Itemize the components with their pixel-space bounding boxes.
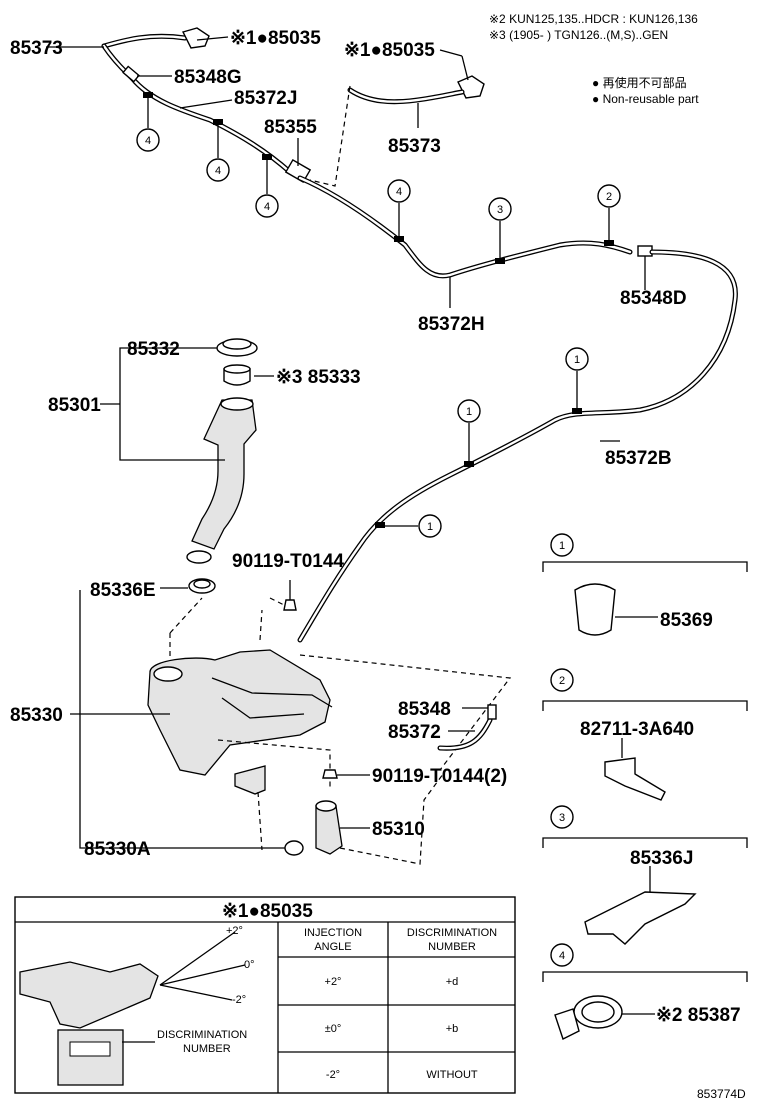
svg-text:4: 4 [559, 950, 565, 962]
disc-row-1: +d [446, 976, 459, 988]
tank-filler-port [153, 666, 183, 682]
check-valve-85355 [284, 158, 312, 184]
nozzle-connector [57, 1029, 124, 1086]
clip-85369 [574, 583, 616, 636]
angle-plus: +2° [226, 925, 243, 937]
filler-pipe-85301 [191, 399, 257, 550]
disc-row-2: +b [446, 1023, 459, 1035]
label-85035-a: ※1●85035 [230, 28, 321, 49]
label-90119-b: 90119-T0144(2) [372, 766, 507, 787]
svg-text:1: 1 [427, 521, 433, 533]
label-85336J: 85336J [630, 848, 693, 869]
angle-zero: 0° [244, 959, 255, 971]
bolt-90119-a [283, 599, 297, 611]
angle-row-3: -2° [326, 1069, 340, 1081]
grommet-85330A [284, 840, 304, 856]
svg-text:4: 4 [215, 165, 221, 177]
joint-85348G [122, 65, 140, 83]
svg-text:1: 1 [466, 406, 472, 418]
svg-text:2: 2 [606, 191, 612, 203]
label-85348: 85348 [398, 699, 451, 720]
legend-non-reusable-en: ● Non-reusable part [592, 92, 699, 106]
label-85310: 85310 [372, 819, 425, 840]
label-85348G: 85348G [174, 67, 242, 88]
label-85332: 85332 [127, 339, 180, 360]
svg-text:3: 3 [559, 812, 565, 824]
label-85348D: 85348D [620, 288, 687, 309]
label-85330: 85330 [10, 705, 63, 726]
label-85372: 85372 [388, 722, 441, 743]
label-85372B: 85372B [605, 448, 672, 469]
header-injection-angle-2: ANGLE [314, 941, 351, 953]
clip-82711-3A640 [604, 757, 666, 801]
label-85369: 85369 [660, 610, 713, 631]
nozzle-85035-b [457, 75, 485, 99]
label-85035-b: ※1●85035 [344, 40, 435, 61]
label-85372J: 85372J [234, 88, 297, 109]
header-injection-angle-1: INJECTION [304, 927, 362, 939]
svg-text:1: 1 [559, 540, 565, 552]
clip-detail-4: 4 ※2 85387 [542, 943, 748, 1040]
bolt-90119-b [322, 769, 338, 779]
clip-callouts: 4 4 4 4 3 2 1 1 1 [136, 92, 621, 538]
clip-85336J [584, 891, 697, 945]
label-85333: ※3 85333 [276, 367, 361, 388]
dash-guide-1 [309, 85, 351, 187]
angle-row-2: ±0° [325, 1023, 342, 1035]
label-82711-3A640: 82711-3A640 [580, 719, 694, 740]
table-title: ※1●85035 [222, 901, 313, 922]
hose-85372H [297, 175, 633, 279]
clip-detail-3: 3 85336J [542, 805, 748, 945]
label-85372H: 85372H [418, 314, 485, 335]
angle-row-1: +2° [325, 976, 342, 988]
bracket-85330 [79, 590, 285, 849]
header-discrimination-2: NUMBER [428, 941, 476, 953]
svg-text:4: 4 [145, 135, 151, 147]
angle-minus: -2° [232, 994, 246, 1006]
note-3: ※3 (1905- ) TGN126..(M,S)..GEN [489, 28, 668, 42]
pump-85310 [315, 805, 343, 855]
label-85301: 85301 [48, 395, 101, 416]
svg-text:4: 4 [396, 186, 402, 198]
label-85355: 85355 [264, 117, 317, 138]
nozzle-drawing [19, 961, 159, 1029]
label-85373-top: 85373 [10, 38, 63, 59]
figure-id: 853774D [697, 1087, 746, 1101]
label-85373-b: 85373 [388, 136, 441, 157]
nozzle-injection-table: ※1●85035 INJECTION ANGLE DISCRIMINATION … [14, 896, 516, 1094]
tank-bracket [234, 765, 266, 795]
clip-detail-2: 2 82711-3A640 [542, 668, 748, 801]
note-2: ※2 KUN125,135..HDCR : KUN126,136 [489, 12, 698, 26]
legend-non-reusable-ja: ● 再使用不可部品 [592, 75, 687, 90]
label-90119-a: 90119-T0144 [232, 551, 344, 572]
hose-85372B [297, 249, 738, 643]
svg-text:3: 3 [497, 204, 503, 216]
label-85336E: 85336E [90, 580, 156, 601]
clip-detail-1: 1 85369 [542, 533, 748, 636]
svg-text:2: 2 [559, 675, 565, 687]
label-85330A: 85330A [84, 839, 151, 860]
nozzle-85035-a [181, 27, 210, 49]
joint-85348 [487, 704, 497, 720]
header-discrimination-1: DISCRIMINATION [407, 927, 497, 939]
tank-85330 [147, 649, 331, 776]
disc-label-1: DISCRIMINATION [157, 1029, 247, 1041]
disc-row-3: WITHOUT [426, 1069, 478, 1081]
label-85387: ※2 85387 [656, 1005, 741, 1026]
svg-text:1: 1 [574, 354, 580, 366]
disc-label-2: NUMBER [183, 1043, 231, 1055]
bracket-85301 [119, 347, 225, 461]
svg-text:4: 4 [264, 201, 270, 213]
